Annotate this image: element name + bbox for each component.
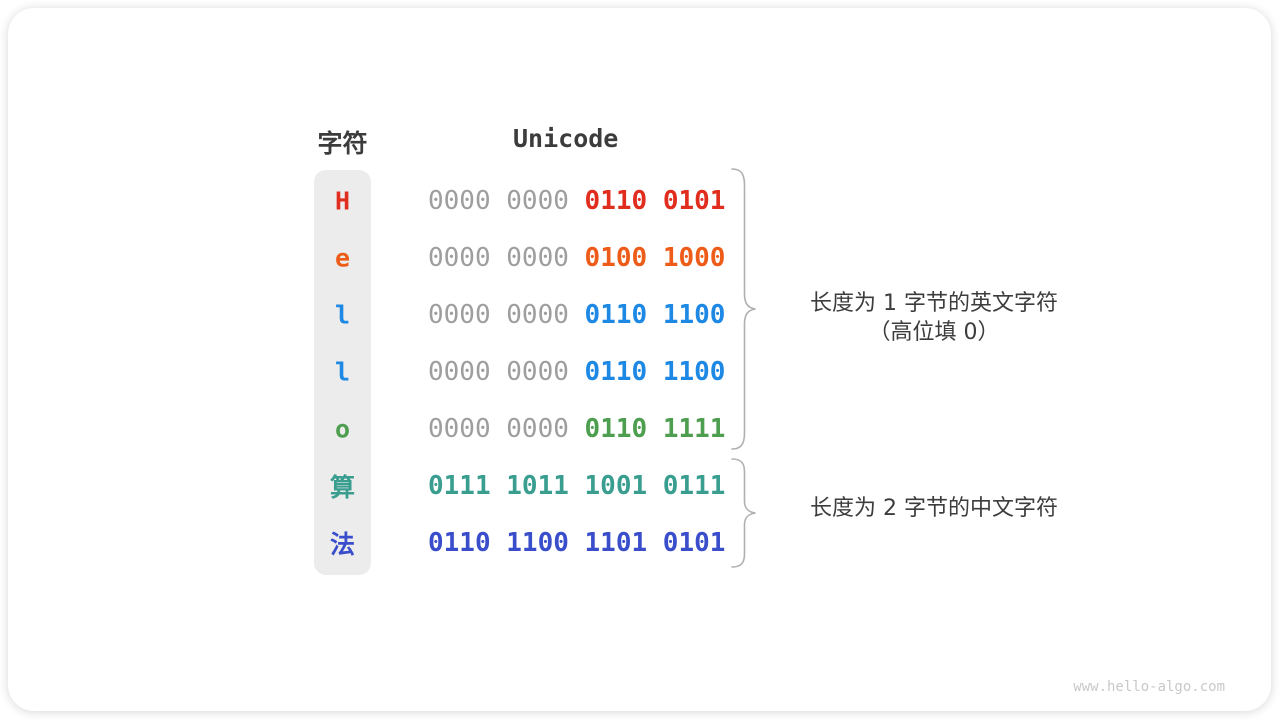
annotation-chinese-line1: 长度为 2 字节的中文字符	[810, 496, 1058, 521]
code-point-bits: 0100 1000	[584, 242, 726, 273]
encoding-row: e 0000 0000 0100 1000	[8, 229, 1271, 286]
code-point-bits: 0110 1111	[584, 413, 726, 444]
code-point-bits: 0110 0101	[584, 185, 726, 216]
encoding-row: H 0000 0000 0110 0101	[8, 172, 1271, 229]
encoding-rows: H 0000 0000 0110 0101 e 0000 0000 0100 1000…	[8, 8, 1271, 711]
site-watermark: www.hello-algo.com	[1073, 679, 1225, 695]
code-point-bits: 0110 1100	[584, 356, 726, 387]
encoding-row: l 0000 0000 0110 1100	[8, 286, 1271, 343]
character-cell: l	[334, 300, 351, 329]
column-header-character: 字符	[317, 129, 368, 158]
high-order-bits: 0000 0000	[428, 185, 585, 216]
high-order-bits: 0000 0000	[428, 242, 585, 273]
unicode-binary-value: 0000 0000 0110 0101	[428, 186, 725, 216]
encoding-row: o 0000 0000 0110 1111	[8, 400, 1271, 457]
annotation-english-chars: 长度为 1 字节的英文字符 （高位填 0）	[768, 289, 1100, 347]
character-cell: e	[334, 243, 351, 272]
annotation-english-line1: 长度为 1 字节的英文字符	[810, 291, 1058, 316]
unicode-binary-value: 0000 0000 0110 1111	[428, 414, 725, 444]
character-cell: l	[334, 357, 351, 386]
encoding-row: 法 0110 1100 1101 0101	[8, 514, 1271, 571]
unicode-binary-value: 0000 0000 0100 1000	[428, 243, 725, 273]
high-order-bits: 0000 0000	[428, 356, 585, 387]
figure-card: 字符 Unicode H 0000 0000 0110 0101 e 0000 000…	[8, 8, 1271, 711]
column-header-unicode: Unicode	[513, 124, 619, 153]
code-point-bits: 0110 1100	[584, 299, 726, 330]
curly-brace-icon-english	[731, 168, 756, 450]
code-point-bits: 0111 1011 1001 0111	[428, 470, 726, 501]
annotation-english-line2: （高位填 0）	[868, 320, 1000, 345]
encoding-row: 算 0111 1011 1001 0111	[8, 457, 1271, 514]
high-order-bits: 0000 0000	[428, 299, 585, 330]
character-cell: 法	[329, 529, 355, 559]
unicode-binary-value: 0110 1100 1101 0101	[428, 528, 725, 558]
annotation-chinese-chars: 长度为 2 字节的中文字符	[768, 494, 1100, 523]
unicode-binary-value: 0000 0000 0110 1100	[428, 300, 725, 330]
unicode-binary-value: 0111 1011 1001 0111	[428, 471, 725, 501]
encoding-row: l 0000 0000 0110 1100	[8, 343, 1271, 400]
character-cell: o	[334, 414, 351, 443]
curly-brace-icon-chinese	[731, 458, 756, 568]
unicode-binary-value: 0000 0000 0110 1100	[428, 357, 725, 387]
code-point-bits: 0110 1100 1101 0101	[428, 527, 726, 558]
character-cell: 算	[329, 472, 355, 502]
high-order-bits: 0000 0000	[428, 413, 585, 444]
character-column-background	[314, 170, 371, 575]
character-cell: H	[334, 186, 351, 215]
